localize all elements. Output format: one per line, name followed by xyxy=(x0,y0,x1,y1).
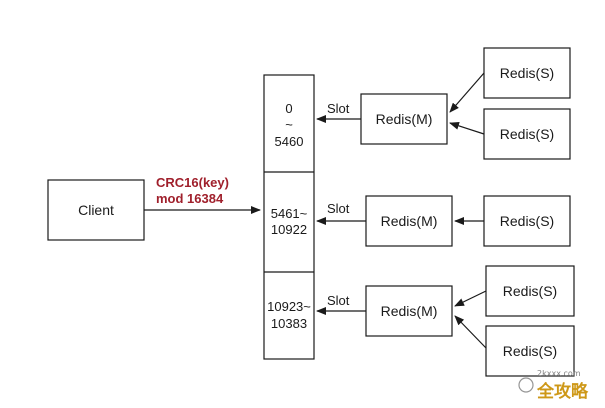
slave-node-2: Redis(S) xyxy=(483,108,571,160)
master-node-1: Redis(M) xyxy=(360,93,448,145)
master-2-slot-label: Slot xyxy=(327,201,350,216)
hash-line-2: mod 16384 xyxy=(156,191,224,206)
slave-node-4: Redis(S) xyxy=(485,265,575,317)
watermark-text: 全攻略 xyxy=(536,381,589,402)
slave-2-to-master-1-arrow xyxy=(449,121,485,135)
master-1-slot-label: Slot xyxy=(327,101,350,116)
slave-node-1: Redis(S) xyxy=(483,47,571,99)
master-node-2: Redis(M) xyxy=(365,195,453,247)
slave-5-label: Redis(S) xyxy=(503,343,557,359)
slave-4-label: Redis(S) xyxy=(503,283,557,299)
slot-table: 0 ~ 5460 5461~ 10922 10923~ 10383 xyxy=(263,74,315,360)
slave-5-to-master-3-arrow xyxy=(454,315,487,349)
watermark-subtext: 2kxxx.com xyxy=(537,369,581,378)
slot-range-1-start: 0 xyxy=(285,101,292,116)
slot-range-1-end: 5460 xyxy=(275,134,304,149)
master-node-3: Redis(M) xyxy=(365,285,453,337)
slot-range-1-tilde: ~ xyxy=(285,117,293,132)
slave-4-to-master-3-arrow xyxy=(454,290,487,307)
master-3-label: Redis(M) xyxy=(381,303,438,319)
slot-range-2-start: 5461~ xyxy=(271,206,308,221)
slave-node-5: Redis(S) xyxy=(485,325,575,377)
hash-line-1: CRC16(key) xyxy=(156,175,229,190)
master-1-label: Redis(M) xyxy=(376,111,433,127)
master-3-slot-label: Slot xyxy=(327,293,350,308)
client-label: Client xyxy=(78,202,114,218)
hash-function-label: CRC16(key) mod 16384 xyxy=(156,175,229,206)
master-2-label: Redis(M) xyxy=(381,213,438,229)
slave-1-to-master-1-arrow xyxy=(449,72,485,113)
slave-node-3: Redis(S) xyxy=(483,195,571,247)
slave-1-label: Redis(S) xyxy=(500,65,554,81)
slave-2-label: Redis(S) xyxy=(500,126,554,142)
client-node: Client xyxy=(47,179,145,241)
slave-3-label: Redis(S) xyxy=(500,213,554,229)
slot-range-2: 5461~ 10922 xyxy=(271,206,308,237)
watermark-logo-icon xyxy=(518,377,534,393)
watermark: 2kxxx.com 全攻略 xyxy=(518,369,589,402)
slot-range-3-start: 10923~ xyxy=(267,299,311,314)
slot-range-3: 10923~ 10383 xyxy=(267,299,311,331)
slot-range-2-end: 10922 xyxy=(271,222,307,237)
slot-range-1: 0 ~ 5460 xyxy=(275,101,304,149)
slot-range-3-end: 10383 xyxy=(271,316,307,331)
